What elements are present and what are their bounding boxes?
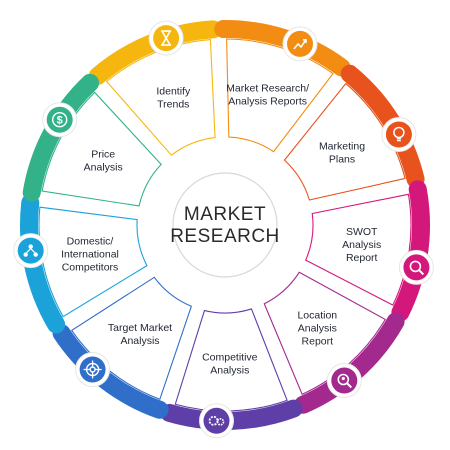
- svg-text:$: $: [57, 115, 63, 127]
- center-title-line1: MARKET: [184, 204, 266, 225]
- segment-label-line: Analysis: [342, 239, 381, 251]
- segment-label-line: Analysis: [210, 364, 249, 376]
- segment-label-line: Analysis: [84, 162, 123, 174]
- center-circle: [172, 172, 278, 278]
- segment-outline-target-market-analysis: [70, 276, 193, 400]
- segment-label-line: Target Market: [108, 322, 172, 334]
- segment-label-line: Analysis Reports: [228, 95, 307, 107]
- segment-label-line: Identify: [156, 86, 191, 98]
- segment-label-line: SWOT: [346, 226, 378, 238]
- growth-chart-icon: [282, 26, 318, 62]
- segment-label-line: Domestic/: [67, 236, 114, 248]
- segment-outline-market-research-reports: [226, 38, 334, 153]
- location-search-icon: [326, 363, 362, 398]
- idea-bulb-icon: [381, 117, 417, 152]
- segment-label-line: Analysis: [120, 335, 159, 347]
- analysis-magnifier-icon: [398, 249, 434, 285]
- hourglass-icon: [148, 20, 184, 56]
- gears-icon: [199, 403, 234, 439]
- segment-label-line: International: [61, 249, 119, 261]
- people-network-icon: [13, 233, 49, 269]
- segment-label-line: Competitive: [202, 351, 258, 363]
- center-title-line2: RESEARCH: [170, 226, 280, 247]
- segment-outline-swot-analysis-report: [304, 193, 412, 306]
- segment-outline-location-analysis-report: [263, 271, 387, 395]
- segment-outline-marketing-plans: [283, 82, 406, 201]
- segment-outline-price-analysis: [41, 91, 162, 207]
- segment-label-line: Location: [297, 310, 337, 322]
- segment-label-line: Report: [346, 252, 378, 264]
- segment-outline-domestic-international-competitors: [38, 206, 148, 318]
- segment-label-line: Plans: [329, 153, 355, 165]
- segment-label-line: Competitors: [62, 262, 119, 274]
- segment-label-line: Marketing: [319, 140, 365, 152]
- center-hub: MARKET RESEARCH: [170, 172, 280, 278]
- segment-label-line: Analysis: [298, 323, 337, 335]
- segment-outline-competitive-analysis: [174, 308, 288, 412]
- price-dollar-icon: $: [42, 102, 78, 138]
- segment-label-line: Trends: [157, 99, 189, 111]
- segment-label-line: Price: [91, 149, 115, 161]
- segment-label-line: Report: [302, 336, 334, 348]
- segment-label-line: Market Research/: [226, 82, 309, 94]
- segment-outline-identify-trends: [105, 38, 216, 156]
- target-icon: [75, 352, 111, 387]
- segment-label-market-research-reports: Market Research/Analysis Reports: [226, 82, 309, 107]
